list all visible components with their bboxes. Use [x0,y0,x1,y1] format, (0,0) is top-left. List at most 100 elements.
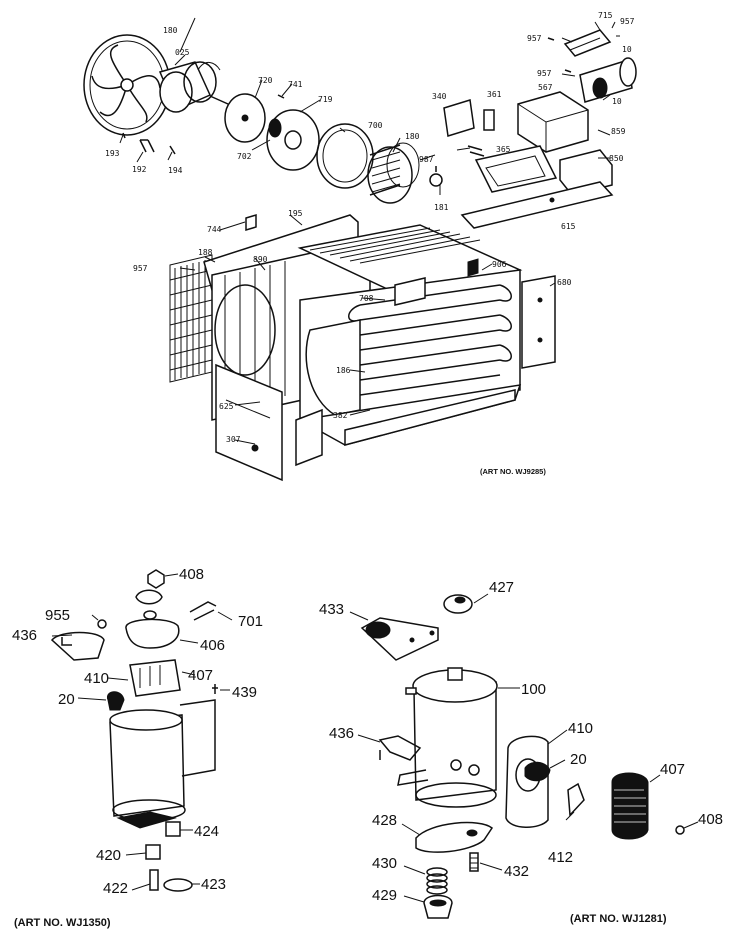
bearing-plate [266,109,320,171]
label-700: 700 [368,121,383,130]
blower-wheel [367,142,420,204]
fan-motor [158,61,229,113]
label-439: 439 [232,684,257,701]
capacitor-bracket [563,29,612,57]
left-leaders [51,573,233,891]
label-193: 193 [105,149,120,158]
compressor [109,699,216,829]
label-720: 720 [258,76,273,85]
compressor-100 [397,667,498,808]
control-box [517,91,589,153]
label-615: 615 [561,222,576,231]
label-708: 708 [359,294,374,303]
capacitor [579,57,637,103]
terminal-box-410 [505,735,549,828]
clip-412 [567,782,585,817]
nut-408 [147,569,165,589]
label-715: 715 [598,11,613,20]
label-10b: 10 [612,97,622,106]
label-20: 20 [58,691,75,708]
label-957b: 957 [620,17,635,26]
spring-430 [426,867,448,895]
label-432: 432 [504,863,529,880]
label-424: 424 [194,823,219,840]
label-382: 382 [333,411,348,420]
top-labels: 180 025 720 741 719 700 702 180 193 192 … [105,11,635,476]
label-423: 423 [201,876,226,893]
motor-mount-plate [224,93,266,143]
label-410: 410 [568,720,593,737]
label-181: 181 [434,203,449,212]
label-407: 407 [660,761,685,778]
top-leaders [119,17,620,445]
label-436: 436 [12,627,37,644]
label-859: 859 [611,127,626,136]
label-436: 436 [329,725,354,742]
label-412: 412 [548,849,573,866]
grommet-424 [165,821,181,837]
label-890: 890 [253,255,268,264]
terminal-cover [125,618,180,649]
label-025: 025 [175,48,190,57]
spring-365 [467,145,485,157]
label-410: 410 [84,670,109,687]
label-744: 744 [207,225,222,234]
base-rail [460,181,614,229]
label-955: 955 [45,607,70,624]
small-hardware [122,132,176,155]
grommet-427 [443,594,473,614]
label-361: 361 [487,90,502,99]
label-406: 406 [200,637,225,654]
art-no-right: (ART NO. WJ1281) [570,913,667,925]
left-labels: 408 955 701 436 406 410 407 20 439 424 4… [12,566,263,929]
selector-switch [443,99,495,137]
label-429: 429 [372,887,397,904]
label-701: 701 [238,613,263,630]
label-625: 625 [219,402,234,411]
label-428: 428 [372,812,397,829]
label-719: 719 [318,95,333,104]
label-100: 100 [521,681,546,698]
right-assembly: 427 433 100 436 410 20 407 408 428 412 4… [319,579,723,925]
label-408: 408 [179,566,204,583]
label-188: 188 [198,248,213,257]
screw-439 [212,684,218,694]
strap-436 [378,735,422,761]
bolt-422 [149,869,159,891]
switch-housing [474,145,558,193]
right-leaders [349,593,699,903]
left-assembly: 408 955 701 436 406 410 407 20 439 424 4… [12,566,263,929]
plug-744 [245,213,257,232]
label-186: 186 [336,366,351,375]
fan-blade [83,34,171,136]
label-702: 702 [237,152,252,161]
art-no-top: (ART NO. WJ9285) [480,467,546,476]
right-labels: 427 433 100 436 410 20 407 408 428 412 4… [319,579,723,925]
label-680: 680 [557,278,572,287]
sleeve-420 [145,844,161,860]
label-407: 407 [188,667,213,684]
label-340: 340 [432,92,447,101]
label-850: 850 [609,154,624,163]
clip-741 [277,94,285,99]
overload-20 [106,691,125,711]
clamp [135,589,163,605]
label-957d: 957 [133,264,148,273]
overload-20 [524,761,551,782]
label-741: 741 [288,80,303,89]
washer-423 [163,878,193,892]
label-180a: 180 [163,26,178,35]
label-957c: 957 [537,69,552,78]
clip-701 [189,601,217,621]
strap-436 [50,631,105,661]
mount-429 [423,894,453,919]
bracket-433 [360,617,439,661]
label-365: 365 [496,145,511,154]
knob-181 [429,166,443,187]
grommet [143,610,157,620]
base-plate-428 [415,821,493,853]
label-427: 427 [489,579,514,596]
label-192: 192 [132,165,147,174]
art-no-left: (ART NO. WJ1350) [14,917,111,929]
